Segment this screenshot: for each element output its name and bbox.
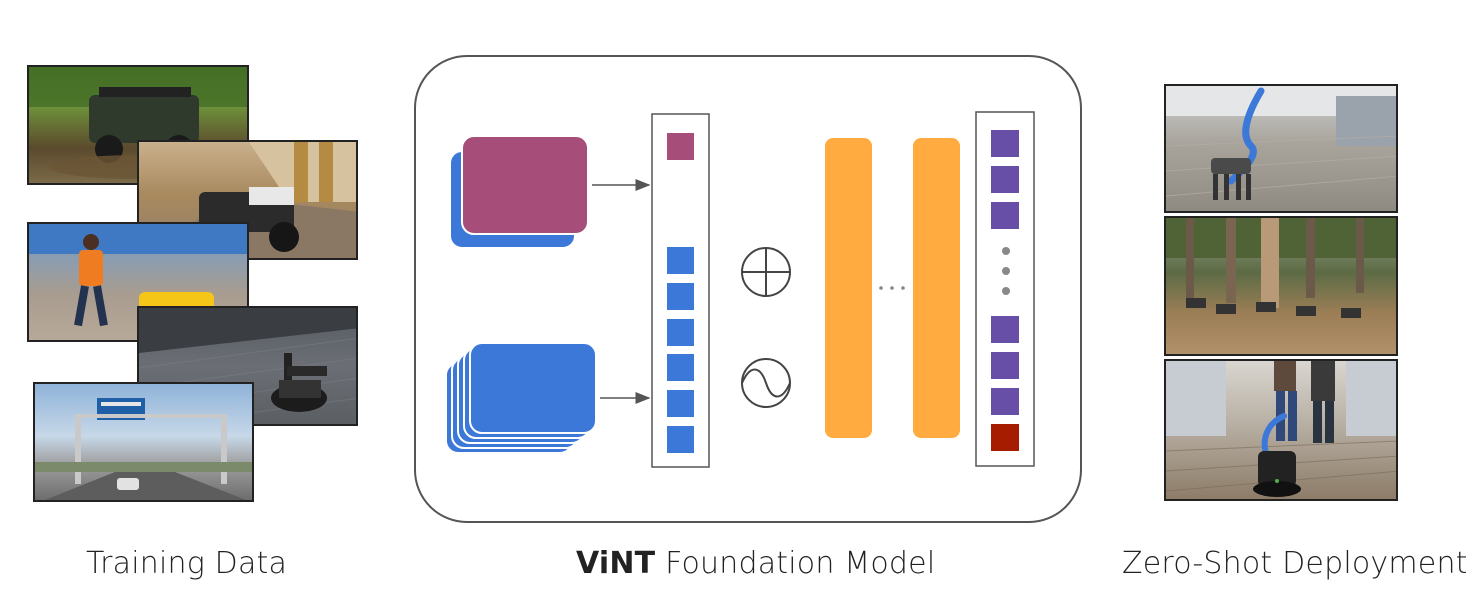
wheeled-robot-carpet-illustration (139, 308, 356, 424)
transformer-block (825, 138, 872, 438)
deployment-caption: Zero-Shot Deployment (1122, 546, 1466, 581)
horizontal-ellipsis-icon (879, 286, 905, 290)
observation-token (667, 283, 694, 310)
observation-token (667, 354, 694, 381)
output-token (991, 130, 1019, 157)
observation-image (469, 342, 597, 434)
circle-plus-icon (741, 247, 791, 297)
action-token (991, 424, 1019, 451)
model-caption: ViNT Foundation Model (576, 546, 935, 581)
output-token (991, 388, 1019, 415)
highway-driving-photo (33, 382, 254, 502)
observation-token (667, 426, 694, 453)
goal-token (667, 133, 694, 160)
quadruped-office-photo (1164, 84, 1398, 213)
robots-forest-photo (1164, 216, 1398, 356)
model-caption-rest: Foundation Model (655, 546, 936, 581)
observation-token (667, 390, 694, 417)
sine-wave-icon (741, 358, 791, 408)
goal-image-stack (449, 135, 589, 249)
output-token (991, 316, 1019, 343)
observation-token (667, 319, 694, 346)
quadruped-office-illustration (1166, 86, 1396, 200)
robot-following-person-illustration (1166, 361, 1396, 497)
goal-image (461, 135, 589, 235)
highway-driving-illustration (35, 398, 252, 500)
observation-image-stack (445, 342, 597, 454)
robots-forest-illustration (1166, 218, 1396, 318)
training-data-caption: Training Data (86, 546, 288, 581)
vertical-ellipsis-icon (1002, 247, 1010, 295)
output-token (991, 166, 1019, 193)
robot-following-person-photo (1164, 359, 1398, 501)
output-token (991, 202, 1019, 229)
observation-token (667, 247, 694, 274)
transformer-block (913, 138, 960, 438)
output-token (991, 352, 1019, 379)
model-name: ViNT (576, 546, 656, 581)
